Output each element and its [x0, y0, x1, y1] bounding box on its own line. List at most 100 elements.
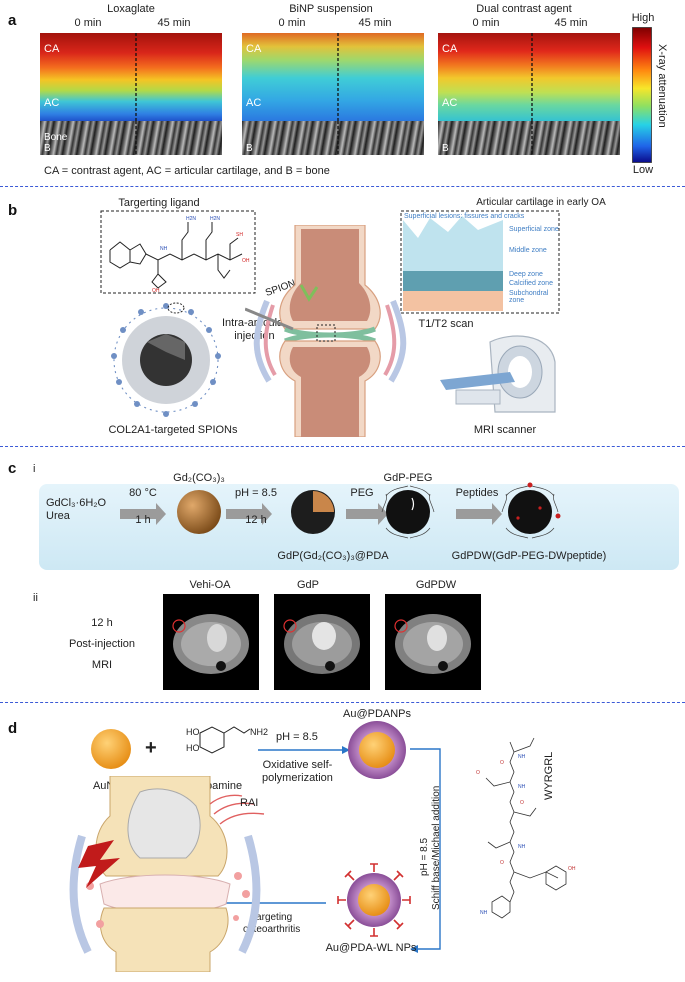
reagent-gdcl3: GdCl₃·6H₂O	[46, 497, 107, 509]
label-b-1: B	[44, 143, 51, 154]
label-bone-1: Bone	[44, 132, 68, 143]
bone-band	[40, 121, 222, 155]
col1-t0: 0 min	[74, 17, 102, 29]
label-ca-1: CA	[44, 43, 60, 55]
heatmap-binp-image	[242, 33, 424, 123]
nh2: NH2	[250, 727, 269, 737]
schiff-label: Schiff base/Michael addition	[431, 785, 442, 910]
ho-top: HO	[186, 727, 200, 737]
au-pda-wl-label: Au@PDA-WL NPs	[325, 942, 417, 954]
scanner-label: MRI scanner	[473, 424, 537, 436]
divider-2	[0, 446, 685, 447]
heatmap-dual-image	[438, 33, 620, 123]
panel-a-letter: a	[8, 12, 17, 29]
gdp-peg-particle	[381, 485, 435, 539]
mri-title-1: Vehi-OA	[189, 579, 231, 591]
step1-bot: 1 h	[135, 514, 151, 526]
mri-side-1: 12 h	[91, 617, 113, 629]
knee-illustration	[69, 776, 265, 972]
panel-c-letter: c	[8, 460, 17, 477]
dopamine-structure	[199, 726, 251, 754]
ligand-title: Targerting ligand	[118, 197, 200, 209]
step2-bot: 12 h	[245, 514, 267, 526]
mri-vehi-oa	[163, 594, 259, 690]
ligand-structure: H2N H2N NH SH OH OH	[100, 210, 256, 294]
col3-t0: 0 min	[472, 17, 500, 29]
mri-side-2: Post-injection	[68, 638, 136, 650]
mri-gdpdw	[385, 594, 481, 690]
heatmap-dual: CA AC B	[438, 33, 620, 155]
svg-text:O: O	[500, 860, 504, 866]
rai-label: RAI	[240, 797, 259, 809]
synthesis-arrows	[120, 503, 502, 525]
svg-text:O: O	[500, 760, 504, 766]
synthesis-panel	[39, 484, 679, 570]
svg-text:NH: NH	[480, 910, 488, 916]
colorbar	[632, 27, 652, 163]
label-ca-2: CA	[246, 43, 262, 55]
divider-3	[0, 702, 685, 703]
gdp-particle	[291, 490, 335, 534]
aunps-particle	[91, 729, 131, 769]
col1-t1: 45 min	[157, 17, 191, 29]
svg-text:NH: NH	[160, 246, 168, 252]
mri-gdp	[274, 594, 370, 690]
label-ac-3: AC	[442, 97, 458, 109]
gdpdw-label: GdPDW(GdP-PEG-DWpeptide)	[451, 550, 607, 562]
arrow-2	[410, 748, 441, 953]
step3-label: PEG	[350, 487, 374, 499]
heatmap-binp: CA AC B	[242, 33, 424, 155]
au-pda-wl-particle	[337, 863, 411, 937]
step4-label: Peptides	[455, 487, 499, 499]
col1-title: Loxaglate	[107, 3, 155, 15]
col3-title: Dual contrast agent	[476, 3, 572, 15]
gd2co3-label: Gd₂(CO₃)₃	[173, 472, 225, 484]
svg-text:OH: OH	[568, 866, 576, 872]
bone-band	[438, 121, 620, 155]
divider-1	[0, 186, 685, 187]
svg-text:OH: OH	[242, 258, 250, 264]
gdp-peg-label: GdP-PEG	[383, 472, 433, 484]
zone-superficial: Superficial zone	[509, 226, 559, 233]
svg-text:NH: NH	[518, 784, 526, 790]
peptide-label: WYRGRL	[543, 751, 555, 800]
sub-ii: ii	[33, 592, 38, 604]
colorbar-low: Low	[632, 164, 654, 176]
label-b-3: B	[442, 143, 449, 154]
label-ca-3: CA	[442, 43, 458, 55]
targeting-label: Targeting osteoarthritis	[243, 912, 301, 935]
spion-particle	[111, 302, 221, 417]
step2-top: pH = 8.5	[235, 487, 277, 499]
ph-label: pH = 8.5	[276, 731, 318, 743]
panel-b-letter: b	[8, 202, 18, 219]
colorbar-high: High	[631, 12, 655, 24]
gdp-label: GdP(Gd₂(CO₃)₃@PDA	[277, 550, 389, 562]
svg-text:O: O	[520, 800, 524, 806]
bone-band	[242, 121, 424, 155]
au-pda-particle	[348, 721, 406, 779]
gdpdw-particle	[501, 482, 561, 539]
reagent-urea: Urea	[46, 510, 70, 522]
zone-calcified: Calcified zone	[509, 280, 553, 287]
gd2co3-particle	[177, 490, 221, 534]
au-pda-label: Au@PDANPs	[342, 708, 412, 720]
mri-scanner	[440, 335, 556, 413]
heatmap-loxaglate-image	[40, 33, 222, 123]
ho-bottom: HO	[186, 743, 200, 753]
spion-label: COL2A1-targeted SPIONs	[108, 424, 238, 436]
panel-a-caption: CA = contrast agent, AC = articular cart…	[44, 165, 330, 177]
zone-subchondral: Subchondral zone	[509, 290, 549, 304]
lesions-label: Superficial lesions: fissures and cracks	[404, 213, 525, 220]
scan-label: T1/T2 scan	[418, 318, 474, 330]
col3-t1: 45 min	[554, 17, 588, 29]
zone-middle: Middle zone	[509, 247, 547, 254]
cartilage-title: Articular cartilage in early OA	[476, 197, 606, 208]
cartilage-zones	[400, 210, 560, 314]
panel-d-letter: d	[8, 720, 18, 737]
col2-t0: 0 min	[278, 17, 306, 29]
heatmap-loxaglate: CA AC Bone B	[40, 33, 222, 155]
col2-t1: 45 min	[358, 17, 392, 29]
sub-i: i	[33, 463, 36, 475]
step1-top: 80 °C	[129, 487, 157, 499]
